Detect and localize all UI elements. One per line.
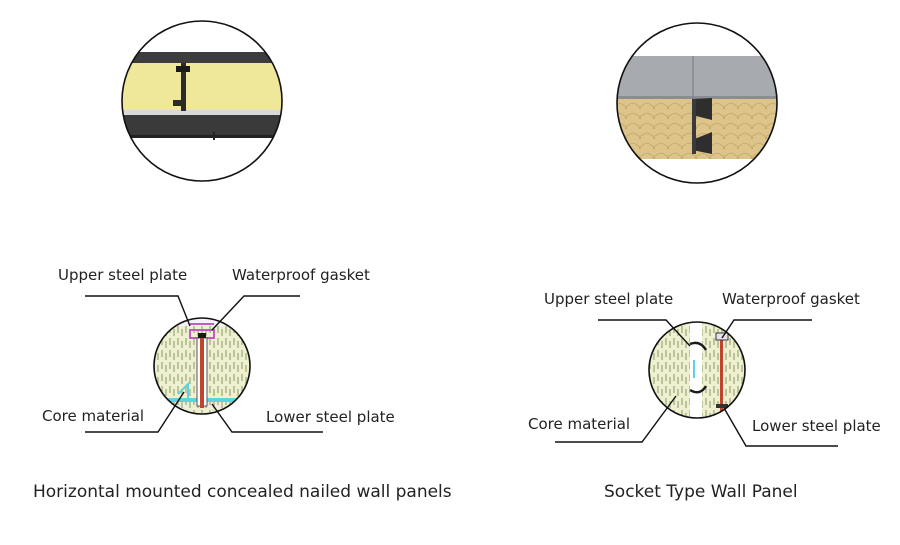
left-lower-steel-plate-label: Lower steel plate (266, 408, 395, 426)
right-upper-steel-plate-label: Upper steel plate (544, 290, 673, 308)
left-waterproof-gasket-label: Waterproof gasket (232, 266, 370, 284)
left-core-material-label: Core material (42, 407, 144, 425)
left-photo-detail (121, 20, 283, 182)
left-caption: Horizontal mounted concealed nailed wall… (33, 482, 452, 502)
left-leader-lines (85, 295, 323, 433)
right-caption: Socket Type Wall Panel (604, 482, 798, 502)
left-upper-steel-plate-label: Upper steel plate (58, 266, 187, 284)
left-section-diagram (153, 317, 251, 415)
right-lower-steel-plate-label: Lower steel plate (752, 417, 881, 435)
right-leader-lines (555, 319, 838, 447)
right-photo-detail (616, 22, 778, 184)
right-core-material-label: Core material (528, 415, 630, 433)
right-section-diagram (648, 321, 746, 419)
right-waterproof-gasket-label: Waterproof gasket (722, 290, 860, 308)
